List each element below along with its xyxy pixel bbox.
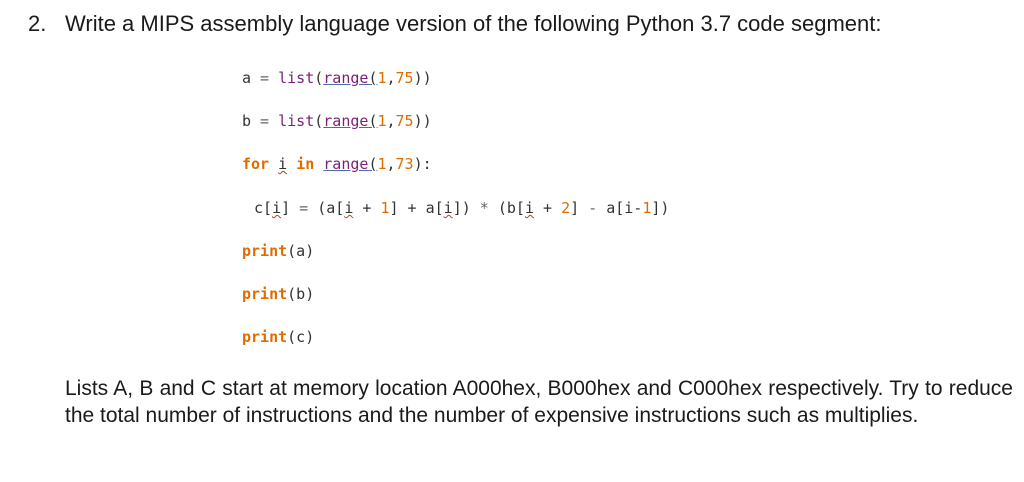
code-token: ( — [368, 155, 378, 173]
code-token: = — [290, 199, 318, 217]
code-token: ] — [281, 199, 291, 217]
code-token: c[ — [254, 199, 273, 217]
code-token: , — [386, 155, 396, 173]
code-token: a — [242, 69, 252, 87]
code-token: 2 — [561, 199, 571, 217]
code-token: print — [242, 328, 288, 346]
code-token: (a[ — [317, 199, 345, 217]
code-token: - — [588, 199, 598, 217]
code-token: ]) — [651, 199, 670, 217]
code-token: ( — [314, 112, 324, 130]
code-token: ( — [368, 112, 378, 130]
code-token: 75 — [395, 112, 414, 130]
code-token: + — [353, 199, 381, 217]
code-token: * — [479, 199, 489, 217]
question-number: 2. — [28, 11, 47, 36]
instructions-paragraph: Lists A, B and C start at memory locatio… — [65, 377, 1013, 427]
code-token: 1 — [377, 69, 387, 87]
code-token: 1 — [377, 155, 387, 173]
code-token: a[i- — [597, 199, 643, 217]
code-token: 1 — [380, 199, 390, 217]
code-token: + — [533, 199, 562, 217]
code-token: ( — [368, 69, 378, 87]
code-token: 1 — [377, 112, 387, 130]
code-token: i — [443, 199, 453, 217]
code-token: i — [524, 199, 534, 217]
code-token: ): — [413, 155, 432, 173]
code-line-7: print(c) — [242, 327, 314, 347]
code-token: (b) — [287, 285, 315, 303]
code-token: , — [386, 112, 396, 130]
code-token: b — [242, 112, 252, 130]
code-token: for — [242, 155, 270, 173]
code-block: a = list(range(1,75)) b = list(range(1,7… — [0, 0, 669, 346]
code-token: )) — [413, 69, 432, 87]
code-token: print — [242, 285, 288, 303]
code-line-5: print(a) — [242, 241, 314, 261]
code-token: in — [296, 155, 315, 173]
code-token: (c) — [287, 328, 315, 346]
code-token: (a) — [287, 242, 315, 260]
code-token: ]) — [452, 199, 480, 217]
code-line-6: print(b) — [242, 284, 314, 304]
code-line-1: a = list(range(1,75)) — [242, 68, 432, 88]
code-token: )) — [413, 112, 432, 130]
code-token: ( — [314, 69, 324, 87]
code-token: range — [323, 69, 369, 87]
code-line-4: c[i] = (a[i + 1] + a[i]) * (b[i + 2] - a… — [254, 198, 669, 218]
code-token: range — [323, 112, 369, 130]
question-text: Write a MIPS assembly language version o… — [65, 11, 882, 36]
code-token: , — [386, 69, 396, 87]
code-token: list — [278, 112, 315, 130]
code-token: ] + a[ — [389, 199, 444, 217]
code-line-2: b = list(range(1,75)) — [242, 111, 432, 131]
code-token: 73 — [395, 155, 414, 173]
code-token: i — [344, 199, 354, 217]
code-token: = — [251, 112, 279, 130]
code-token: 75 — [395, 69, 414, 87]
code-token: i — [278, 155, 288, 173]
code-token: print — [242, 242, 288, 260]
code-token: range — [323, 155, 369, 173]
code-token: = — [251, 69, 279, 87]
code-token: ] — [570, 199, 589, 217]
code-token: 1 — [642, 199, 652, 217]
code-token: list — [278, 69, 315, 87]
code-token: (b[ — [488, 199, 525, 217]
code-line-3: for i in range(1,73): — [242, 154, 432, 174]
code-token: i — [272, 199, 282, 217]
